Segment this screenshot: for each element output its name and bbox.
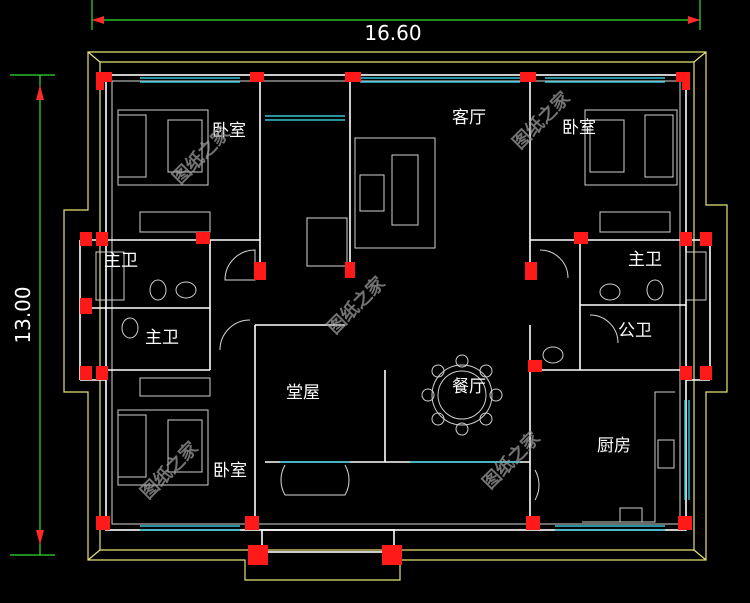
eave-outline <box>63 51 728 581</box>
room-label-bedroom-nw: 卧室 <box>212 121 246 141</box>
room-label-bedroom-ne: 卧室 <box>562 118 596 138</box>
windows <box>140 77 690 531</box>
room-label-dining: 餐厅 <box>452 377 486 397</box>
room-label-kitchen: 厨房 <box>597 436 631 456</box>
room-label-living-room: 客厅 <box>452 108 486 128</box>
structural-columns <box>80 72 712 565</box>
watermark: 图纸之家 <box>323 271 390 338</box>
room-label-master-bath-e: 主卫 <box>628 250 662 270</box>
room-label-bedroom-sw: 卧室 <box>213 461 247 481</box>
height-dimension-label: 13.00 <box>11 286 35 343</box>
room-label-public-bath: 公卫 <box>618 321 652 341</box>
width-dimension-label: 16.60 <box>364 21 421 45</box>
room-label-master-bath-w: 主卫 <box>104 251 138 271</box>
room-label-master-bath-w2: 主卫 <box>145 328 179 348</box>
furniture <box>95 109 707 523</box>
walls <box>79 74 711 553</box>
watermark: 图纸之家 <box>478 426 545 493</box>
door-swings <box>219 249 619 501</box>
dimension-lines <box>10 0 701 556</box>
room-label-hall: 堂屋 <box>286 383 320 403</box>
